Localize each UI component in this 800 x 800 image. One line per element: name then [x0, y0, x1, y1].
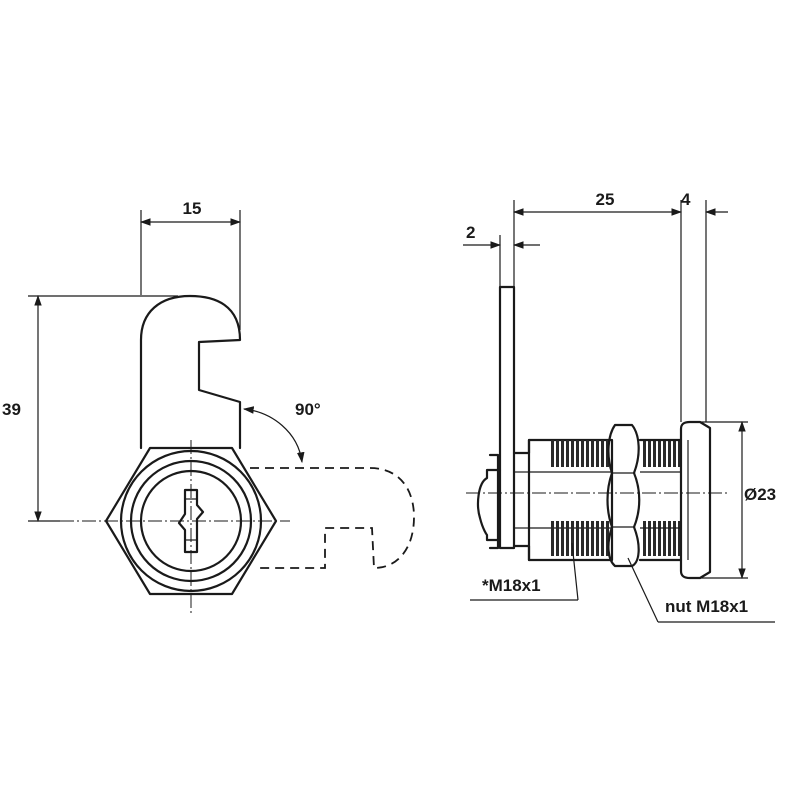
flange: [679, 420, 712, 580]
thread-tooth: [678, 521, 681, 556]
body-thread-left: [551, 440, 609, 556]
thread-tooth: [571, 440, 574, 467]
thread-tooth: [591, 440, 594, 467]
thread-tooth: [576, 440, 579, 467]
thread-tooth: [643, 440, 646, 467]
thread-tooth: [566, 521, 569, 556]
thread-tooth: [566, 440, 569, 467]
thread-tooth: [601, 521, 604, 556]
key-cap: [476, 468, 502, 542]
body-thread-callout: *M18x1: [482, 576, 541, 595]
thread-tooth: [576, 521, 579, 556]
thread-tooth: [586, 440, 589, 467]
keyway-icon: [177, 488, 205, 554]
thread-tooth: [648, 521, 651, 556]
thread-tooth: [586, 521, 589, 556]
thread-tooth: [673, 521, 676, 556]
rotation-arc: [242, 406, 305, 464]
dim-15-label: 15: [183, 199, 202, 218]
front-view: 15 39 90°: [2, 199, 415, 615]
thread-tooth: [561, 440, 564, 467]
thread-tooth: [561, 521, 564, 556]
cam-plate: [498, 285, 516, 550]
cam-lever: [139, 294, 242, 450]
dim-25-label: 25: [596, 190, 615, 209]
thread-tooth: [663, 440, 666, 467]
thread-tooth: [551, 440, 554, 467]
thread-tooth: [668, 521, 671, 556]
thread-tooth: [648, 440, 651, 467]
thread-tooth: [663, 521, 666, 556]
rotated-cam-hidden: [250, 467, 415, 569]
body-thread-right: [643, 440, 681, 556]
thread-tooth: [556, 440, 559, 467]
thread-tooth: [606, 521, 609, 556]
thread-tooth: [596, 521, 599, 556]
thread-tooth: [591, 521, 594, 556]
thread-tooth: [673, 440, 676, 467]
dim-2-label: 2: [466, 223, 475, 242]
rotation-label: 90°: [295, 400, 321, 419]
nut-thread-callout: nut M18x1: [665, 597, 748, 616]
thread-tooth: [581, 521, 584, 556]
thread-tooth: [601, 440, 604, 467]
thread-tooth: [653, 440, 656, 467]
thread-tooth: [596, 440, 599, 467]
thread-tooth: [678, 440, 681, 467]
thread-tooth: [571, 521, 574, 556]
dim-4-label: 4: [681, 190, 691, 209]
dim-39-label: 39: [2, 400, 21, 419]
side-view: 2 25 4 Ø23 *M18x1 nut M18x1: [463, 190, 776, 623]
thread-tooth: [556, 521, 559, 556]
thread-tooth: [658, 440, 661, 467]
thread-tooth: [668, 440, 671, 467]
thread-tooth: [653, 521, 656, 556]
thread-tooth: [658, 521, 661, 556]
thread-tooth: [551, 521, 554, 556]
thread-tooth: [643, 521, 646, 556]
dim-diameter-label: Ø23: [744, 485, 776, 504]
thread-tooth: [581, 440, 584, 467]
